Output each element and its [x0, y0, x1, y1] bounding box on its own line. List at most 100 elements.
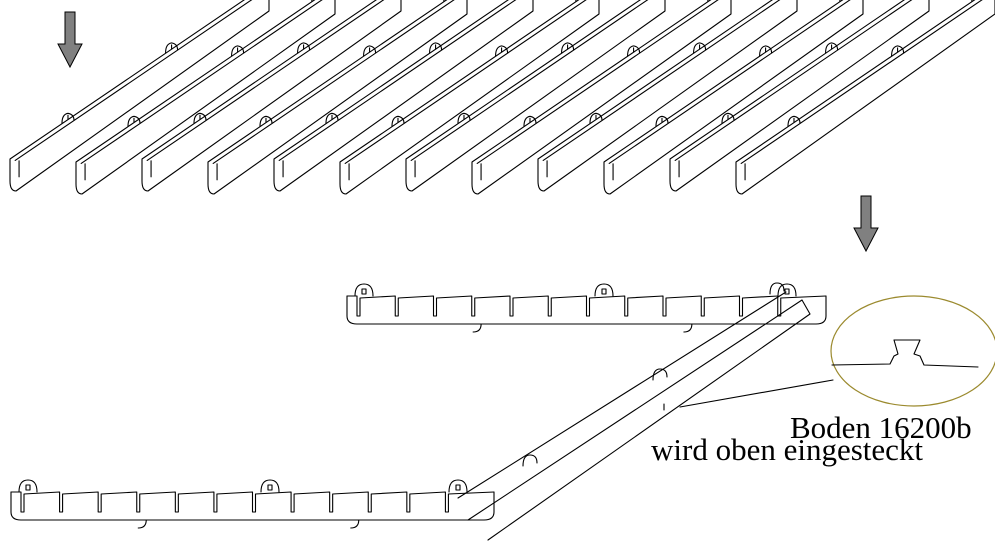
strip-tab	[231, 45, 245, 57]
diagonal-strip	[669, 0, 930, 192]
strip-outline	[471, 0, 732, 195]
down-arrow-icon	[57, 11, 83, 69]
flat-strip-hook	[137, 519, 147, 529]
detail-callout-group	[679, 295, 995, 408]
strip-outline	[603, 0, 864, 195]
flat-strip-outline	[346, 295, 827, 325]
arrows-group	[57, 11, 879, 253]
strip-tab	[523, 115, 537, 127]
caption-line-1: Boden 16200b	[790, 410, 972, 445]
flat-strip-tab	[777, 283, 797, 297]
flat-strip-tab-hole	[25, 484, 31, 491]
strip-edge-line	[278, 0, 517, 162]
strip-tab	[363, 45, 377, 57]
strip-tab	[891, 45, 905, 57]
strip-tab	[655, 115, 669, 127]
strip-tab	[259, 115, 273, 127]
strip-edge-line	[542, 0, 781, 162]
strip-outline	[339, 0, 600, 195]
strip-edge-line	[740, 0, 983, 165]
detail-circle	[830, 295, 995, 407]
flat-strip-tab-hole	[601, 288, 607, 295]
strip-tab	[193, 112, 207, 124]
long-strip-tab	[522, 454, 538, 467]
diagonal-strip	[339, 0, 600, 195]
flat-strip-teeth	[346, 295, 827, 317]
strip-outline	[9, 0, 270, 192]
caption-line-2: wird oben eingesteckt	[651, 432, 924, 467]
strip-tab	[127, 115, 141, 127]
strip-tab	[787, 115, 801, 127]
diagonal-strip	[603, 0, 864, 195]
diagonal-strip	[471, 0, 732, 195]
flat-strip-tab	[448, 479, 468, 493]
strip-tab	[165, 42, 179, 54]
flat-strip-hook	[350, 519, 360, 529]
diagonal-strip	[273, 0, 534, 192]
strip-edge-line	[608, 0, 851, 165]
strip-tab	[759, 45, 773, 57]
down-arrow-icon	[853, 195, 879, 253]
flat-strip-outline	[10, 491, 495, 521]
strip-edge-line	[674, 0, 913, 162]
lower-flat-strip	[10, 479, 495, 529]
strip-tab	[297, 42, 311, 54]
long-strip-tab	[769, 282, 785, 295]
strip-tab	[627, 45, 641, 57]
strip-edge-line	[146, 0, 385, 162]
strip-tab	[589, 112, 603, 124]
long-strip-tab	[652, 368, 668, 381]
diagonal-strips-group	[9, 0, 995, 195]
flat-strip-teeth	[10, 491, 495, 513]
flat-strip-tab	[594, 283, 614, 297]
strip-tab	[325, 112, 339, 124]
strip-outline	[735, 0, 995, 195]
strip-outline	[669, 0, 930, 192]
upper-flat-strip	[346, 283, 827, 333]
strip-outline	[537, 0, 798, 192]
strip-tab	[693, 42, 707, 54]
flat-strip-hook	[472, 323, 482, 333]
strip-outline	[207, 0, 468, 195]
strip-edge-line	[212, 0, 455, 165]
flat-strip-tab-hole	[267, 484, 273, 491]
flat-strip-hook	[683, 323, 693, 333]
detail-joint-profile	[831, 339, 979, 368]
flat-strip-tab	[18, 479, 38, 493]
long-diagonal-strip-group	[457, 282, 811, 541]
flat-strip-tab-hole	[784, 288, 790, 295]
strip-outline	[75, 0, 336, 195]
detail-leader-line	[679, 379, 834, 408]
diagonal-strip	[405, 0, 666, 192]
strip-tab	[457, 112, 471, 124]
strip-tab	[391, 115, 405, 127]
flat-strips-group	[10, 283, 827, 529]
diagonal-strip	[75, 0, 336, 195]
long-strip-top-edge	[457, 291, 787, 499]
flat-strip-tab	[260, 479, 280, 493]
strip-tab	[561, 42, 575, 54]
strip-tab	[61, 112, 75, 124]
strip-edge-line	[14, 0, 253, 162]
flat-strip-tab-hole	[455, 484, 461, 491]
flat-strip-tab-hole	[361, 288, 367, 295]
diagonal-strip	[141, 0, 402, 192]
strip-tab	[429, 42, 443, 54]
strip-tab	[721, 112, 735, 124]
strip-edge-line	[344, 0, 587, 165]
strip-outline	[405, 0, 666, 192]
diagonal-strip	[537, 0, 798, 192]
strip-tab	[495, 45, 509, 57]
strip-outline	[141, 0, 402, 192]
strip-outline	[273, 0, 534, 192]
strip-edge-line	[410, 0, 649, 162]
diagonal-strip	[735, 0, 995, 195]
flat-strip-tab	[354, 283, 374, 297]
diagonal-strip	[9, 0, 270, 192]
diagonal-strip	[207, 0, 468, 195]
long-strip-outline	[467, 299, 811, 541]
strip-edge-line	[476, 0, 719, 165]
strip-tab	[825, 42, 839, 54]
